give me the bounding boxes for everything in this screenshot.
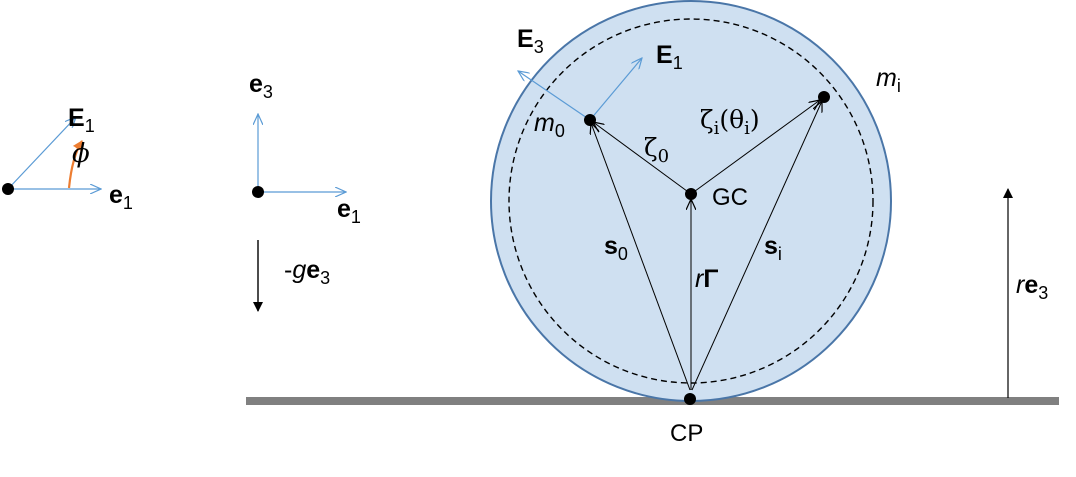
zetai-vector	[690, 100, 820, 195]
E3-body-arrow	[518, 71, 591, 121]
m0-label: m0	[534, 109, 565, 141]
gravity-label: -ge3	[284, 256, 330, 288]
E3-label: E3	[517, 25, 544, 57]
e1-label: e1	[337, 195, 361, 227]
phi-label: ϕ	[72, 139, 90, 169]
phi-angle-arc	[67, 140, 83, 189]
origin-dot	[252, 186, 264, 198]
E1-rotated-arrow	[7, 117, 76, 190]
gc-point	[685, 188, 697, 200]
origin-dot	[2, 183, 14, 195]
mi-point	[818, 91, 830, 103]
gc-label: GC	[712, 184, 748, 211]
E1-label: E1	[68, 104, 95, 136]
e3-label: e3	[249, 70, 273, 102]
e1-label: e1	[109, 181, 133, 213]
height-label: re3	[1016, 271, 1048, 303]
height-indicator: re3	[1003, 188, 1048, 398]
zetai-label: ζi(θi)	[700, 105, 760, 139]
s0-vector	[591, 123, 691, 391]
rGamma-label: rΓ	[695, 265, 718, 293]
E1-body-arrow	[589, 58, 642, 121]
si-vector	[691, 101, 822, 391]
si-label: si	[764, 232, 782, 264]
cp-label: CP	[670, 420, 703, 447]
wheel: E3 E1 m0 mi ζ0 ζi(θi) GC s0 si rΓ CP	[490, 0, 901, 447]
s0-label: s0	[604, 232, 628, 264]
cp-point	[684, 393, 696, 405]
E1-label: E1	[656, 41, 683, 73]
rotation-frame: E1 ϕ e1	[2, 104, 133, 213]
inertial-frame: e3 e1 -ge3	[249, 70, 361, 312]
zeta0-vector	[593, 122, 692, 195]
zeta0-label: ζ0	[644, 133, 669, 167]
mi-label: mi	[876, 64, 901, 96]
m0-point	[584, 114, 596, 126]
